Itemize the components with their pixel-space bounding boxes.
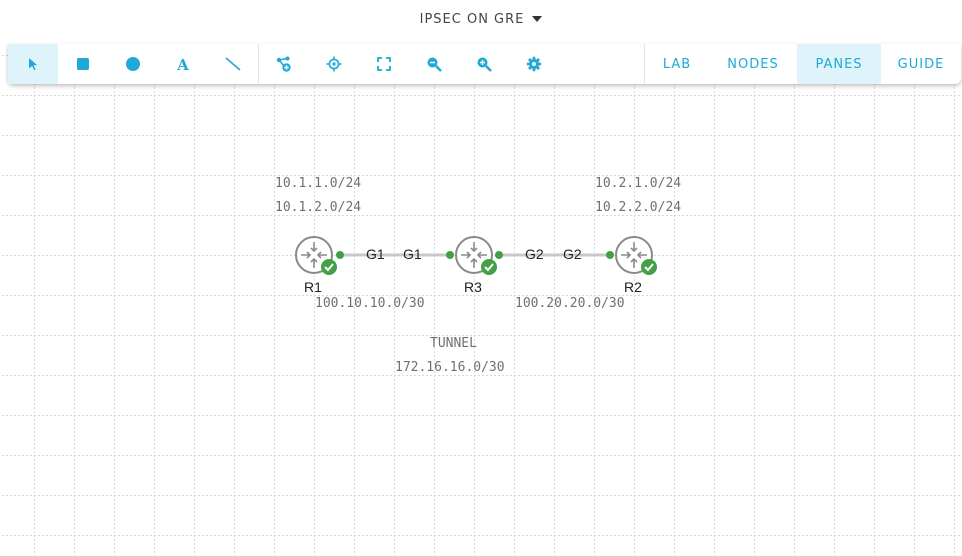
toolbar: A: [8, 44, 961, 84]
router-node-r3[interactable]: [455, 236, 497, 275]
circle-icon: [126, 57, 140, 71]
node-label-r1: R1: [304, 279, 322, 295]
annotation-r2-network-1[interactable]: 10.2.1.0/24: [595, 176, 681, 191]
toolbar-divider: [644, 44, 645, 84]
iface-label-r3-g2: G2: [525, 246, 544, 262]
line-icon: [225, 57, 241, 71]
toolbar-spacer: [559, 44, 644, 84]
node-label-r2: R2: [624, 279, 642, 295]
zoom-out-button[interactable]: [409, 44, 459, 84]
lab-title-dropdown[interactable]: IPSEC ON GRE: [420, 12, 543, 27]
annotation-link2-subnet[interactable]: 100.20.20.0/30: [515, 296, 625, 311]
settings-gear-icon: [526, 56, 542, 72]
rectangle-tool-button[interactable]: [58, 44, 108, 84]
menu-nodes[interactable]: NODES: [709, 44, 797, 84]
iface-label-r1-g1: G1: [366, 246, 385, 262]
link-endpoint-dot: [336, 251, 344, 259]
router-node-r2[interactable]: [615, 236, 657, 275]
text-icon: A: [176, 56, 189, 72]
circle-tool-button[interactable]: [108, 44, 158, 84]
menu-lab[interactable]: LAB: [645, 44, 709, 84]
status-running-check-icon: [481, 259, 497, 275]
annotation-r1-network-1[interactable]: 10.1.1.0/24: [275, 176, 361, 191]
fit-screen-button[interactable]: [359, 44, 409, 84]
text-tool-button[interactable]: A: [158, 44, 208, 84]
zoom-out-icon: [427, 57, 442, 72]
fit-screen-icon: [377, 57, 391, 71]
menu-lab-label: LAB: [662, 56, 692, 72]
title-bar: IPSEC ON GRE: [0, 0, 962, 44]
settings-button[interactable]: [509, 44, 559, 84]
link-endpoint-dot: [606, 251, 614, 259]
add-node-icon: [276, 56, 291, 72]
zoom-in-icon: [477, 57, 492, 72]
pointer-tool-button[interactable]: [8, 44, 58, 84]
toolbar-divider: [258, 44, 259, 84]
router-node-r1[interactable]: [295, 236, 337, 275]
annotation-r2-network-2[interactable]: 10.2.2.0/24: [595, 200, 681, 215]
iface-label-r2-g2: G2: [563, 246, 582, 262]
center-target-icon: [326, 56, 342, 72]
lab-title-text: IPSEC ON GRE: [419, 11, 525, 27]
menu-guide[interactable]: GUIDE: [881, 44, 961, 84]
link-endpoint-dot: [446, 251, 454, 259]
line-tool-button[interactable]: [208, 44, 258, 84]
rectangle-icon: [77, 58, 89, 70]
menu-panes-label: PANES: [815, 56, 863, 72]
pointer-icon: [29, 58, 37, 71]
menu-nodes-label: NODES: [727, 56, 779, 72]
status-running-check-icon: [321, 259, 337, 275]
annotation-tunnel-label[interactable]: TUNNEL: [430, 336, 477, 351]
add-node-button[interactable]: [259, 44, 309, 84]
center-button[interactable]: [309, 44, 359, 84]
annotation-r1-network-2[interactable]: 10.1.2.0/24: [275, 200, 361, 215]
annotation-link1-subnet[interactable]: 100.10.10.0/30: [315, 296, 425, 311]
node-label-r3: R3: [464, 279, 482, 295]
iface-label-r3-g1: G1: [403, 246, 422, 262]
menu-panes[interactable]: PANES: [797, 44, 881, 84]
annotation-tunnel-subnet[interactable]: 172.16.16.0/30: [395, 360, 505, 375]
caret-down-icon: [532, 16, 543, 22]
menu-guide-label: GUIDE: [897, 56, 945, 72]
status-running-check-icon: [641, 259, 657, 275]
svg-text:A: A: [176, 56, 189, 72]
link-endpoint-dot: [495, 251, 503, 259]
zoom-in-button[interactable]: [459, 44, 509, 84]
